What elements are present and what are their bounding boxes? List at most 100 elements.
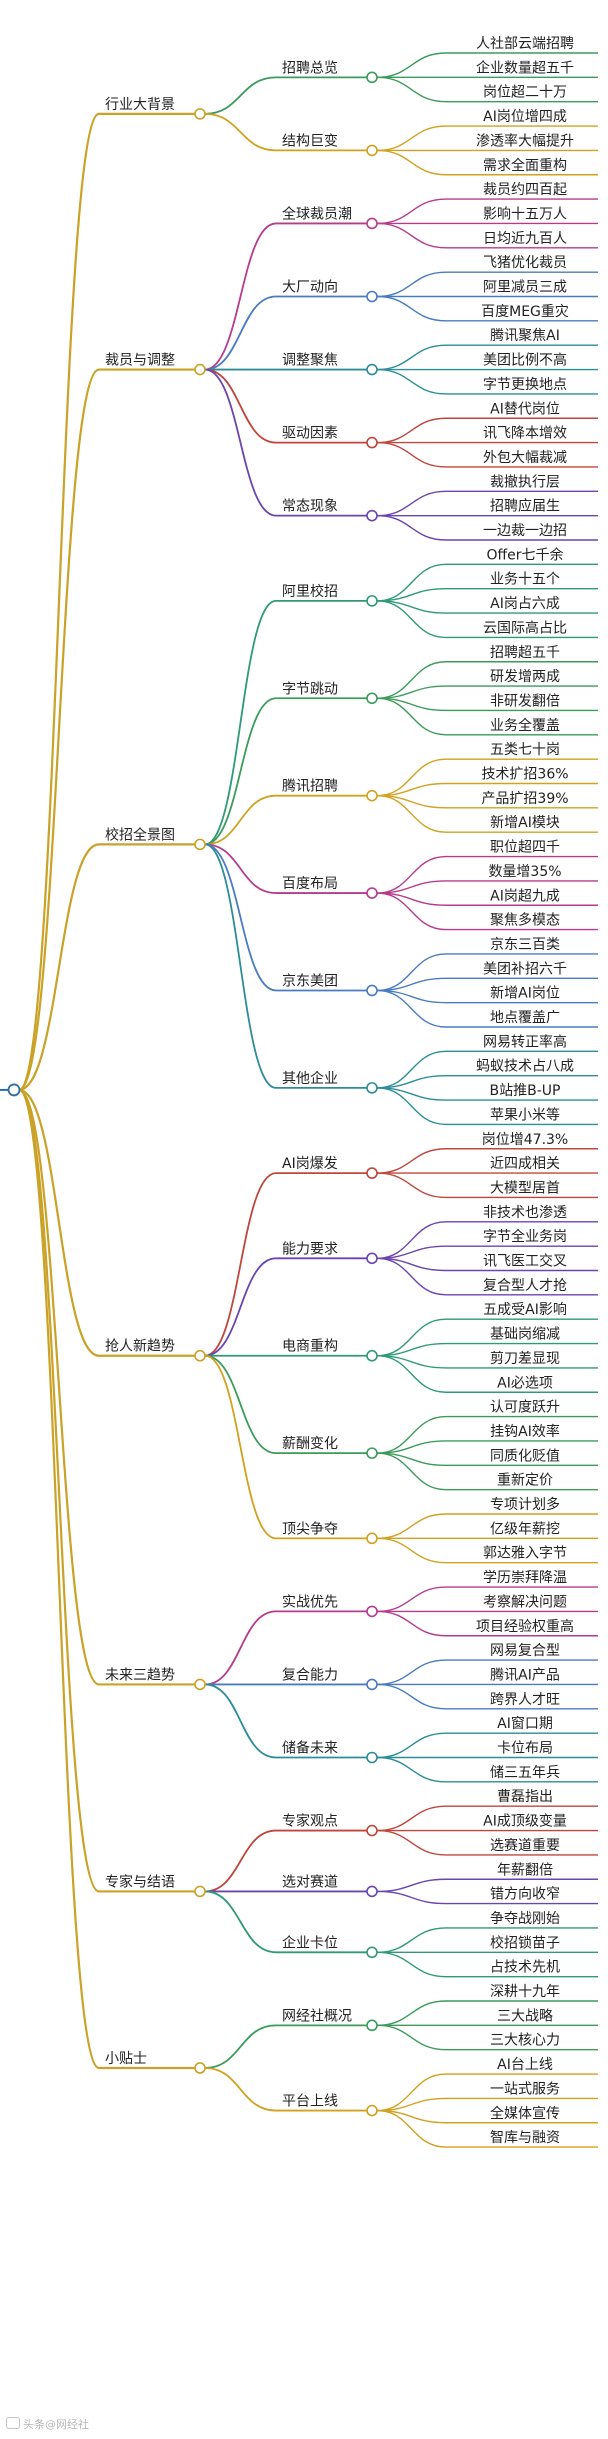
category-label[interactable]: 行业大背景 bbox=[105, 97, 175, 113]
group-toggle[interactable] bbox=[366, 1082, 378, 1094]
category-toggle[interactable] bbox=[194, 2062, 206, 2074]
leaf-label[interactable]: 选赛道重要 bbox=[490, 1838, 560, 1854]
leaf-label[interactable]: 复合型人才抢 bbox=[483, 1277, 567, 1294]
category-label[interactable]: 抢人新趋势 bbox=[105, 1338, 175, 1355]
leaf-label[interactable]: 人社部云端招聘 bbox=[476, 36, 574, 52]
group-label[interactable]: 阿里校招 bbox=[282, 583, 338, 600]
leaf-label[interactable]: 专项计划多 bbox=[490, 1496, 560, 1513]
category-label[interactable]: 小贴士 bbox=[105, 2051, 147, 2067]
leaf-label[interactable]: 非技术也渗透 bbox=[483, 1205, 567, 1221]
leaf-label[interactable]: 新增AI模块 bbox=[490, 815, 560, 831]
leaf-label[interactable]: 一站式服务 bbox=[490, 2081, 560, 2097]
group-label[interactable]: AI岗爆发 bbox=[282, 1156, 338, 1172]
category-toggle[interactable] bbox=[194, 1349, 206, 1362]
leaf-label[interactable]: 认可度跃升 bbox=[490, 1400, 560, 1416]
leaf-label[interactable]: 岗位增47.3% bbox=[482, 1132, 568, 1148]
leaf-label[interactable]: 云国际高占比 bbox=[483, 619, 567, 636]
leaf-label[interactable]: 阿里减员三成 bbox=[483, 280, 567, 296]
leaf-label[interactable]: Offer七千余 bbox=[486, 546, 563, 563]
leaf-label[interactable]: 腾讯聚焦AI bbox=[490, 327, 560, 344]
group-label[interactable]: 企业卡位 bbox=[282, 1934, 338, 1951]
group-toggle[interactable] bbox=[366, 2104, 378, 2117]
group-label[interactable]: 顶尖争夺 bbox=[282, 1521, 338, 1537]
leaf-label[interactable]: 讯飞医工交叉 bbox=[483, 1253, 567, 1270]
leaf-label[interactable]: AI岗占六成 bbox=[490, 596, 560, 612]
leaf-label[interactable]: 百度MEG重灾 bbox=[481, 303, 569, 320]
leaf-label[interactable]: 三大核心力 bbox=[490, 2033, 560, 2049]
group-toggle[interactable] bbox=[366, 595, 378, 607]
leaf-label[interactable]: 日均近九百人 bbox=[483, 231, 567, 247]
leaf-label[interactable]: 网易复合型 bbox=[490, 1642, 560, 1659]
category-label[interactable]: 裁员与调整 bbox=[105, 353, 175, 369]
leaf-label[interactable]: AI窗口期 bbox=[497, 1715, 553, 1732]
leaf-label[interactable]: 蚂蚁技术占八成 bbox=[476, 1059, 574, 1075]
leaf-label[interactable]: AI替代岗位 bbox=[490, 401, 560, 417]
leaf-label[interactable]: 招聘超五千 bbox=[490, 645, 560, 661]
leaf-label[interactable]: 占技术先机 bbox=[490, 1960, 560, 1976]
group-label[interactable]: 腾讯招聘 bbox=[282, 778, 338, 795]
leaf-label[interactable]: 外包大幅裁减 bbox=[483, 450, 567, 466]
group-toggle[interactable] bbox=[366, 984, 378, 997]
leaf-label[interactable]: 技术扩招36% bbox=[481, 767, 568, 783]
leaf-label[interactable]: 岗位超二十万 bbox=[483, 85, 567, 101]
leaf-label[interactable]: 同质化贬值 bbox=[490, 1448, 560, 1464]
leaf-label[interactable]: 讯飞降本增效 bbox=[483, 426, 567, 442]
leaf-label[interactable]: 飞猪优化裁员 bbox=[483, 255, 567, 271]
leaf-label[interactable]: 考察解决问题 bbox=[483, 1593, 567, 1610]
leaf-label[interactable]: 大模型居首 bbox=[490, 1180, 560, 1196]
group-toggle[interactable] bbox=[366, 1885, 378, 1898]
leaf-label[interactable]: 五成受AI影响 bbox=[483, 1302, 567, 1318]
leaf-label[interactable]: 亿级年薪挖 bbox=[490, 1521, 560, 1537]
group-toggle[interactable] bbox=[366, 1824, 378, 1837]
leaf-label[interactable]: 网易转正率高 bbox=[483, 1033, 567, 1050]
leaf-label[interactable]: 基础岗缩减 bbox=[490, 1326, 560, 1343]
leaf-label[interactable]: 学历崇拜降温 bbox=[483, 1570, 567, 1586]
group-label[interactable]: 常态现象 bbox=[282, 499, 338, 515]
group-toggle[interactable] bbox=[366, 1252, 378, 1265]
leaf-label[interactable]: 智库与融资 bbox=[490, 2130, 560, 2146]
leaf-label[interactable]: 曹磊指出 bbox=[497, 1789, 553, 1805]
group-toggle[interactable] bbox=[366, 144, 378, 157]
group-label[interactable]: 选对赛道 bbox=[282, 1874, 338, 1890]
group-toggle[interactable] bbox=[366, 509, 378, 522]
leaf-label[interactable]: 深耕十九年 bbox=[490, 1983, 560, 2000]
leaf-label[interactable]: 数量增35% bbox=[488, 864, 561, 880]
leaf-label[interactable]: 影响十五万人 bbox=[483, 206, 567, 222]
group-toggle[interactable] bbox=[366, 887, 378, 899]
leaf-label[interactable]: AI岗位增四成 bbox=[483, 109, 567, 125]
category-toggle[interactable] bbox=[194, 838, 206, 851]
leaf-label[interactable]: 美团比例不高 bbox=[483, 352, 567, 369]
group-label[interactable]: 大厂动向 bbox=[282, 280, 338, 296]
group-label[interactable]: 电商重构 bbox=[282, 1339, 338, 1355]
group-label[interactable]: 专家观点 bbox=[282, 1813, 338, 1830]
leaf-label[interactable]: 跨界人才旺 bbox=[490, 1692, 560, 1708]
category-toggle[interactable] bbox=[194, 1678, 206, 1691]
group-label[interactable]: 驱动因素 bbox=[282, 426, 338, 442]
leaf-label[interactable]: 裁员约四百起 bbox=[483, 182, 567, 198]
category-toggle[interactable] bbox=[194, 1885, 206, 1898]
leaf-label[interactable]: 聚焦多模态 bbox=[490, 912, 560, 929]
leaf-label[interactable]: 美团补招六千 bbox=[483, 961, 567, 977]
group-toggle[interactable] bbox=[366, 1946, 378, 1959]
leaf-label[interactable]: 渗透率大幅提升 bbox=[476, 132, 574, 149]
group-toggle[interactable] bbox=[366, 71, 378, 84]
group-label[interactable]: 平台上线 bbox=[282, 2094, 338, 2110]
group-toggle[interactable] bbox=[366, 1678, 378, 1691]
group-label[interactable]: 京东美团 bbox=[282, 973, 338, 989]
leaf-label[interactable]: 储三五年兵 bbox=[490, 1765, 560, 1781]
leaf-label[interactable]: 年薪翻倍 bbox=[497, 1862, 553, 1878]
leaf-label[interactable]: 挂钩AI效率 bbox=[490, 1423, 560, 1440]
leaf-label[interactable]: AI台上线 bbox=[497, 2057, 553, 2073]
group-toggle[interactable] bbox=[366, 436, 378, 449]
leaf-label[interactable]: 错方向收窄 bbox=[490, 1886, 560, 1903]
group-toggle[interactable] bbox=[366, 1532, 378, 1545]
leaf-label[interactable]: 一边裁一边招 bbox=[483, 523, 567, 539]
leaf-label[interactable]: 郭达雅入字节 bbox=[483, 1545, 567, 1562]
group-toggle[interactable] bbox=[366, 290, 378, 303]
group-toggle[interactable] bbox=[366, 1349, 378, 1362]
group-toggle[interactable] bbox=[366, 1447, 378, 1459]
group-toggle[interactable] bbox=[366, 1605, 378, 1618]
leaf-label[interactable]: 新增AI岗位 bbox=[490, 986, 560, 1002]
leaf-label[interactable]: B站推B-UP bbox=[490, 1083, 561, 1099]
leaf-label[interactable]: 裁撤执行层 bbox=[490, 474, 560, 490]
